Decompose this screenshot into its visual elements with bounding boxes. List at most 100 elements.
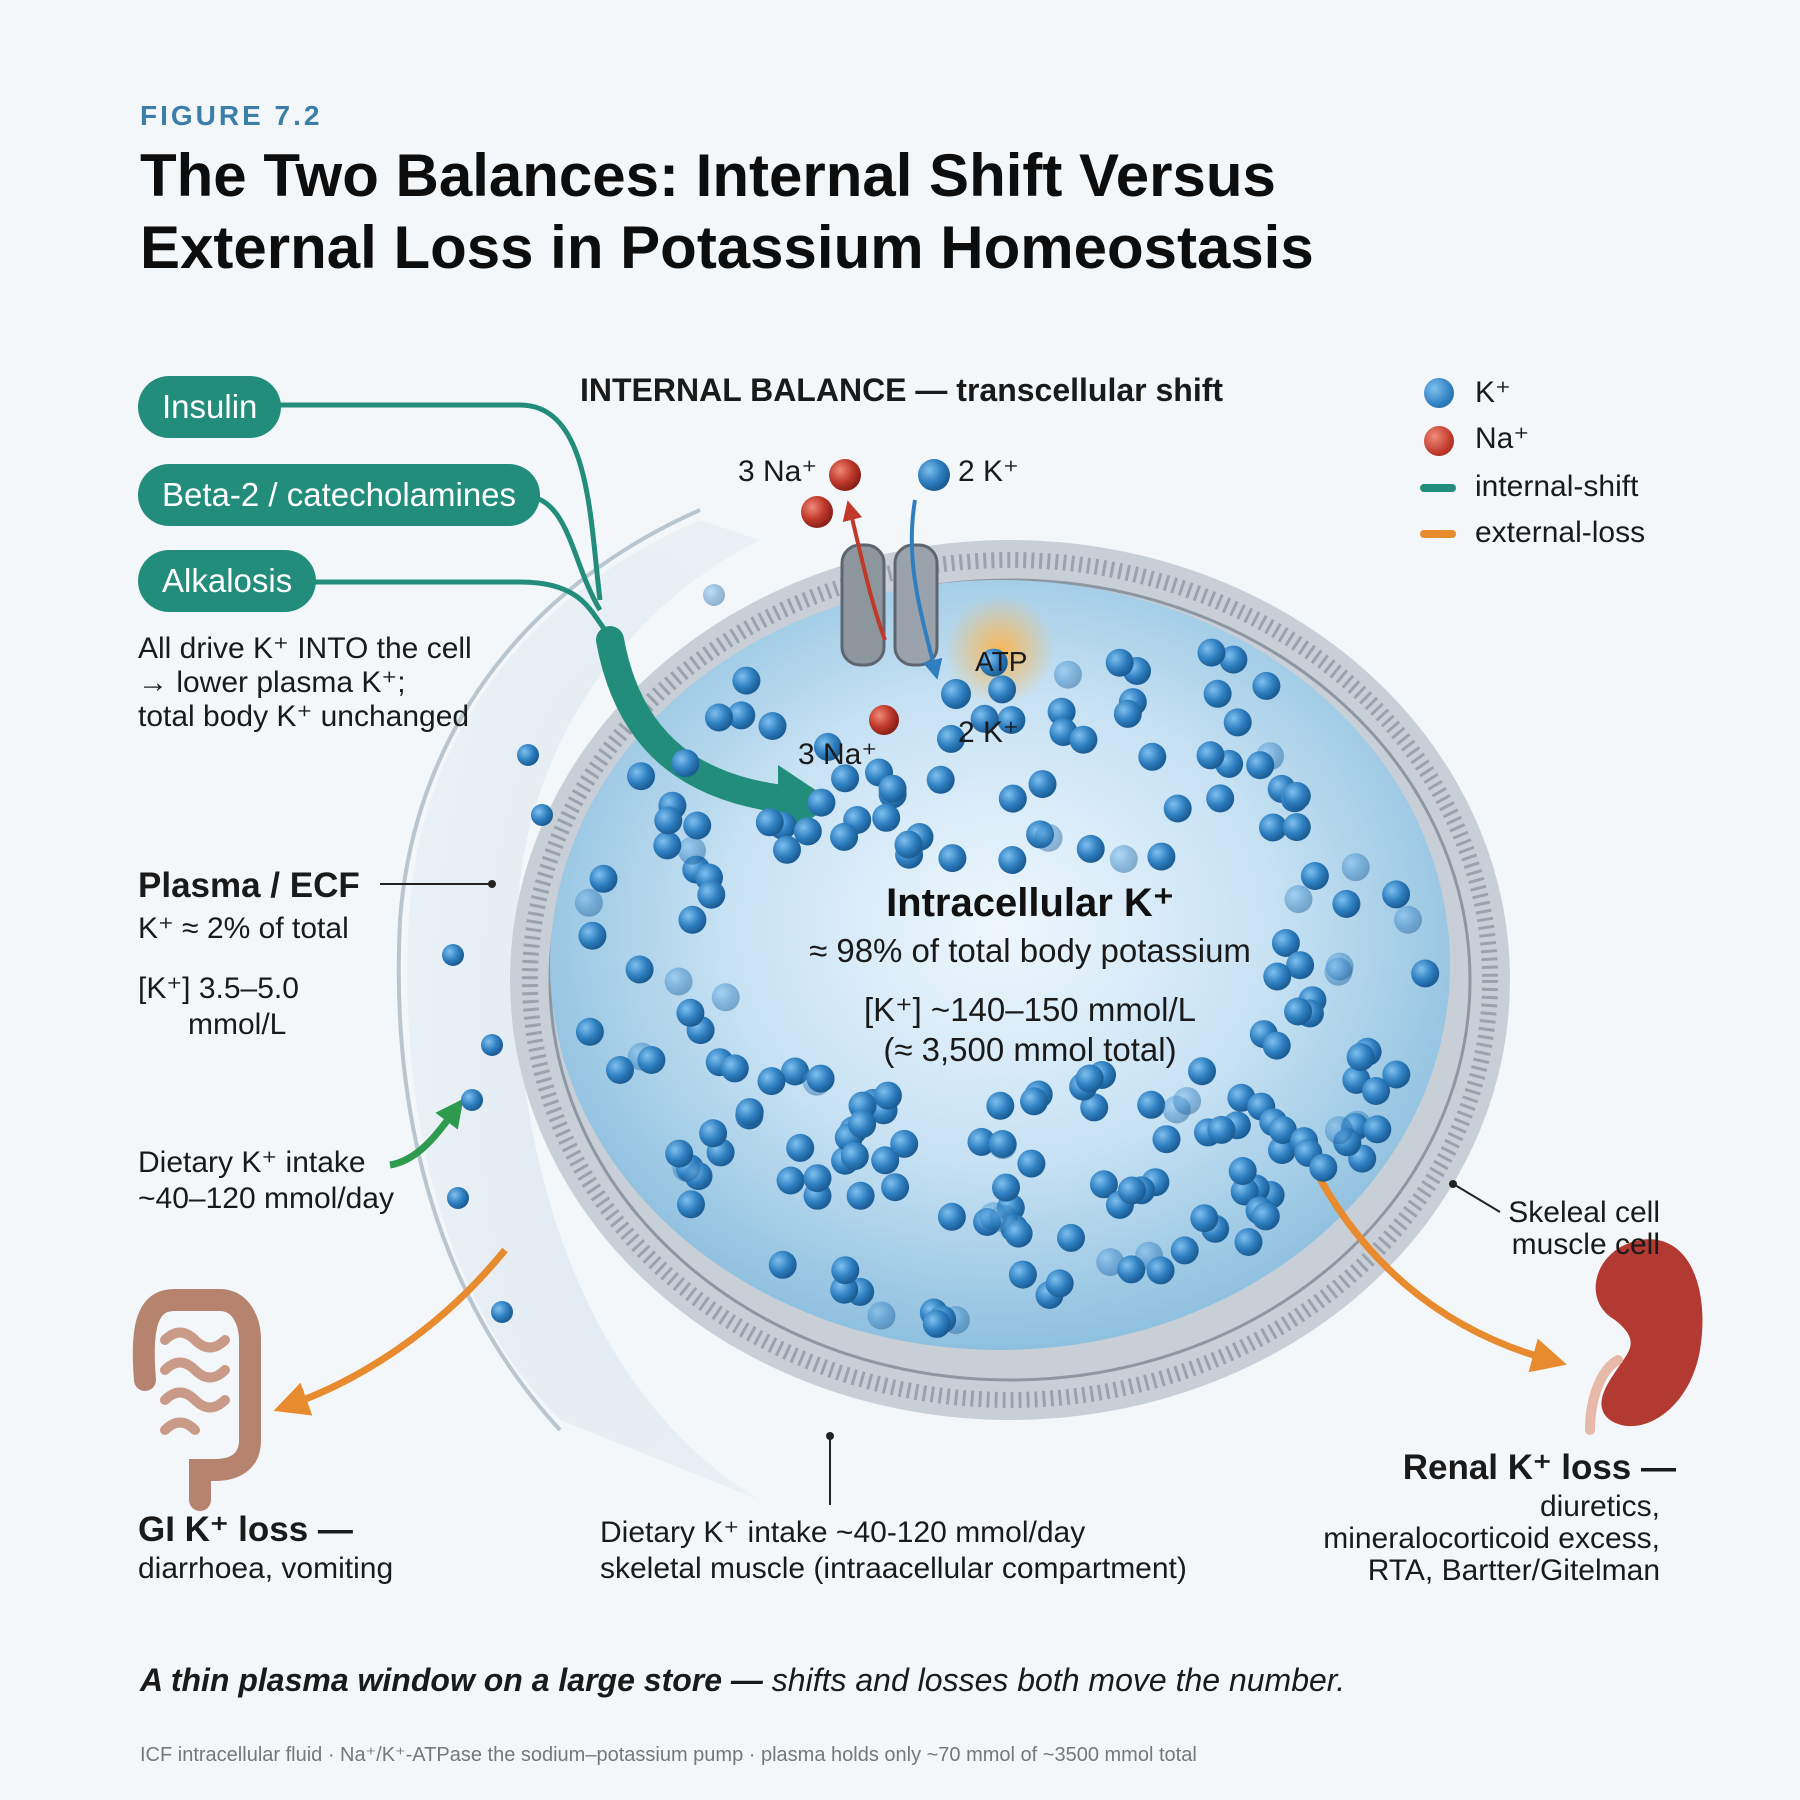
cell-leader: [1454, 1184, 1501, 1213]
bottom-caption-1: Dietary K⁺ intake ~40-120 mmol/day: [600, 1516, 1086, 1549]
k-ion: [997, 706, 1026, 734]
legend-internal-label: internal-shift: [1475, 470, 1639, 503]
legend-internal-swatch: [1420, 484, 1456, 492]
k-ion: [881, 1173, 910, 1202]
k-ion: [697, 880, 726, 909]
k-ion: [1362, 1077, 1390, 1105]
k-ion: [758, 712, 787, 740]
k-ion: [1028, 770, 1057, 799]
k-ion: [846, 1181, 875, 1210]
k-ion: [1173, 1087, 1202, 1115]
k-ion: [1346, 1043, 1375, 1072]
k-ion: [1203, 679, 1232, 708]
k-ion: [1152, 1125, 1181, 1154]
k-ion: [1047, 697, 1076, 726]
dietary-line-2: ~40–120 mmol/day: [138, 1182, 394, 1215]
k-ion: [1363, 1115, 1392, 1144]
k-ion: [922, 1309, 951, 1338]
k-in-arrow: [909, 499, 943, 680]
renal-loss-line-1: diuretics,: [1539, 1490, 1660, 1523]
plasma-share: K⁺ ≈ 2% of total: [138, 912, 349, 945]
k-ion: [1207, 1115, 1236, 1144]
k-ion: [1228, 1157, 1257, 1185]
k-ion: [970, 704, 999, 733]
k-ion: [654, 806, 683, 835]
k-ion: [1197, 638, 1226, 667]
atp-glow: [945, 595, 1055, 705]
pump-na-out-label: 3 Na⁺: [738, 455, 818, 488]
k-ion: [1113, 699, 1142, 728]
k-ion: [757, 1067, 786, 1096]
k-ion: [678, 905, 707, 934]
k-ion: [1282, 813, 1311, 842]
k-ion: [1137, 1090, 1166, 1119]
k-ion: [1268, 1116, 1297, 1144]
legend-external-swatch: [1420, 530, 1456, 538]
k-ion: [671, 749, 700, 778]
k-ion: [1206, 784, 1235, 813]
k-ion: [941, 679, 971, 709]
k-ion: [1147, 842, 1176, 871]
k-ion: [1075, 1064, 1104, 1093]
membrane-bilayer: [522, 552, 1498, 1408]
k-ion: [1246, 751, 1275, 780]
k-ion: [1341, 853, 1370, 882]
na-ion: [829, 459, 861, 491]
k-ion: [683, 811, 712, 840]
gi-loss-causes: diarrhoea, vomiting: [138, 1552, 394, 1585]
ion-particles: [442, 459, 1440, 1338]
intracellular-share: ≈ 98% of total body potassium: [809, 932, 1251, 969]
legend-k-label: K⁺: [1475, 376, 1511, 409]
k-ion: [1054, 660, 1082, 689]
k-ion: [1309, 1153, 1338, 1182]
cell-label-1: Skeleal cell: [1508, 1196, 1660, 1229]
cell-label-2: muscle cell: [1511, 1228, 1660, 1261]
legend-external-label: external-loss: [1475, 516, 1646, 549]
k-ion: [1017, 1149, 1046, 1178]
k-ion: [937, 724, 965, 753]
pump-k-in-label: 2 K⁺: [958, 455, 1019, 488]
k-ion: [831, 764, 860, 793]
pump-k-out-label: 2 K⁺: [958, 716, 1019, 749]
page-title: The Two Balances: Internal Shift Versus …: [140, 140, 1590, 284]
k-ion: [1008, 1260, 1037, 1289]
k-ion: [677, 1190, 705, 1219]
k-ion: [830, 822, 859, 851]
k-ion: [1057, 1223, 1085, 1252]
k-ion: [1271, 929, 1300, 957]
k-ion: [1105, 648, 1134, 677]
k-ion: [1332, 889, 1361, 918]
dietary-line-1: Dietary K⁺ intake: [138, 1146, 366, 1179]
atp-label: ATP: [975, 646, 1028, 677]
k-ion: [840, 1142, 869, 1171]
k-ion: [998, 846, 1027, 874]
k-ion: [1004, 1219, 1033, 1248]
bottom-caption-2: skeletal muscle (intraacellular compartm…: [600, 1552, 1187, 1585]
dietary-arrow: [389, 1098, 464, 1169]
legend-na-label: Na⁺: [1475, 422, 1530, 455]
ecf-k-ion: [531, 804, 553, 826]
intestine-icon: [132, 1289, 261, 1511]
k-ion: [1188, 1057, 1216, 1086]
k-ion: [926, 765, 955, 794]
k-ion: [1190, 1204, 1219, 1233]
k-ion: [803, 1164, 832, 1193]
k-ion: [793, 817, 822, 846]
intracellular-title: Intracellular K⁺: [886, 881, 1174, 925]
k-ion: [1138, 742, 1167, 771]
intracellular-block: Intracellular K⁺ ≈ 98% of total body pot…: [730, 880, 1330, 1069]
footer-caption: A thin plasma window on a large store — …: [140, 1662, 1345, 1699]
k-ion: [637, 1046, 666, 1074]
ecf-k-ion: [703, 584, 725, 606]
ecf-k-ion: [461, 1089, 483, 1111]
na-out-arrow: [842, 500, 887, 641]
k-ion: [937, 1202, 966, 1231]
k-ion: [1259, 813, 1287, 842]
k-ion: [1284, 997, 1313, 1026]
k-ion: [988, 675, 1017, 704]
k-ion: [890, 1129, 919, 1158]
k-ion: [653, 831, 682, 860]
k-ion: [1268, 1136, 1296, 1165]
k-ion: [776, 1166, 805, 1195]
